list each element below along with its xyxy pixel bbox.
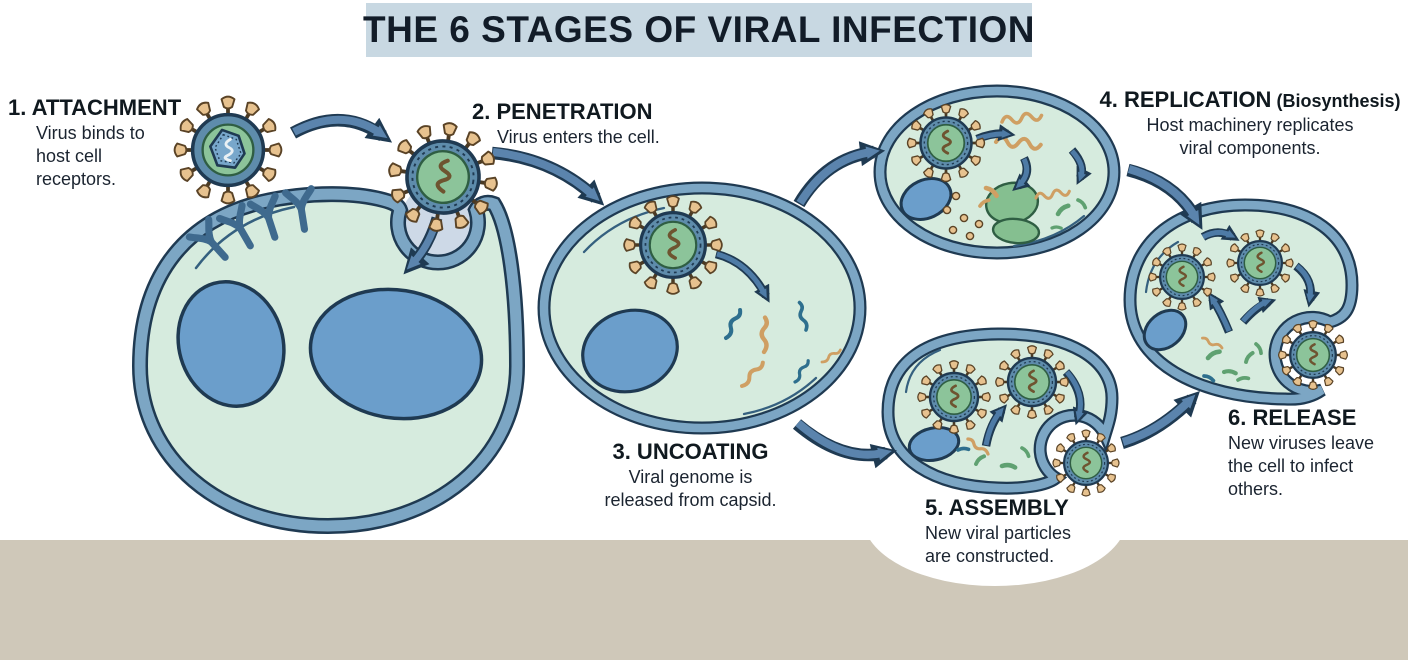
page-title: THE 6 STAGES OF VIRAL INFECTION — [363, 9, 1035, 50]
stage-5-description: New viral particles are constructed. — [925, 523, 1072, 567]
cell-shine — [1012, 214, 1086, 248]
arrow-attachment-to-penetration — [289, 113, 393, 143]
stage-6-label: 6. RELEASE New viruses leave the cell to… — [1228, 406, 1374, 501]
ground-band — [0, 540, 1408, 660]
stage-3-label: 3. UNCOATING Viral genome is released fr… — [588, 440, 793, 512]
cell-nucleus — [899, 177, 953, 221]
arrow-assembly-build — [981, 404, 1007, 447]
host-cell-release — [1123, 198, 1359, 406]
stage-1-label: 1. ATTACHMENT Virus binds to host cell r… — [8, 96, 181, 191]
arrow-component-flow — [1068, 147, 1092, 185]
stage-5-heading: 5. ASSEMBLY — [925, 495, 1069, 520]
stage-2-label: 2. PENETRATION Virus enters the cell. — [472, 100, 660, 149]
arrow-release-build-2 — [1239, 296, 1277, 325]
arrow-assembly-budding — [1062, 369, 1090, 426]
host-cell-attachment — [131, 186, 526, 535]
stage-3-description: Viral genome is released from capsid. — [604, 467, 777, 511]
arrow-uncoating-to-replication — [793, 141, 886, 208]
arrow-to-ribosome — [1012, 156, 1032, 191]
stage-5-label: 5. ASSEMBLY New viral particles are cons… — [925, 496, 1071, 568]
arrow-assembly-to-release — [1120, 391, 1200, 449]
stage-1-heading: 1. ATTACHMENT — [8, 95, 182, 120]
ribosome-complex — [984, 181, 1041, 245]
replicated-viral-components — [942, 109, 1088, 241]
arrow-release-move — [1200, 224, 1240, 241]
arrow-replication-copy — [975, 124, 1016, 143]
arrow-uncoating-to-assembly — [792, 419, 897, 469]
internal-process-arrows — [714, 124, 1321, 447]
stage-3-heading: 3. UNCOATING — [612, 439, 769, 464]
arrow-genome-release — [714, 249, 770, 303]
cell-nucleus — [176, 280, 286, 408]
stage-6-description: New viruses leave the cell to infect oth… — [1228, 433, 1375, 500]
stage-2-description: Virus enters the cell. — [497, 127, 660, 148]
stage-4-heading: 4. REPLICATION(Biosynthesis) — [1099, 87, 1401, 112]
stage-6-heading: 6. RELEASE — [1228, 405, 1357, 430]
stage-1-description: Virus binds to host cell receptors. — [36, 123, 145, 190]
stage-flow-arrows — [289, 113, 1203, 469]
stage-4-label: 4. REPLICATION(Biosynthesis) Host machin… — [1094, 88, 1406, 160]
arrow-penetration-to-uncoating — [491, 146, 605, 206]
title-banner: THE 6 STAGES OF VIRAL INFECTION — [363, 3, 1035, 57]
cell-shine — [742, 376, 818, 416]
arrow-release-build-1 — [1207, 291, 1233, 334]
cell-nucleus — [308, 287, 484, 421]
cell-shine — [904, 348, 942, 394]
cell-nucleus — [581, 308, 679, 394]
cell-nucleus — [907, 426, 961, 462]
virus-icon-attachment — [175, 97, 282, 204]
arrow-release-exit — [1293, 262, 1321, 308]
stage-4-description: Host machinery replicates viral componen… — [1146, 115, 1354, 159]
cell-nucleus — [1142, 308, 1188, 352]
assembly-text-backdrop — [863, 450, 1127, 586]
arrow-replication-to-release — [1126, 163, 1203, 230]
stage-2-heading: 2. PENETRATION — [472, 99, 653, 124]
host-cell-uncoating — [537, 181, 867, 435]
